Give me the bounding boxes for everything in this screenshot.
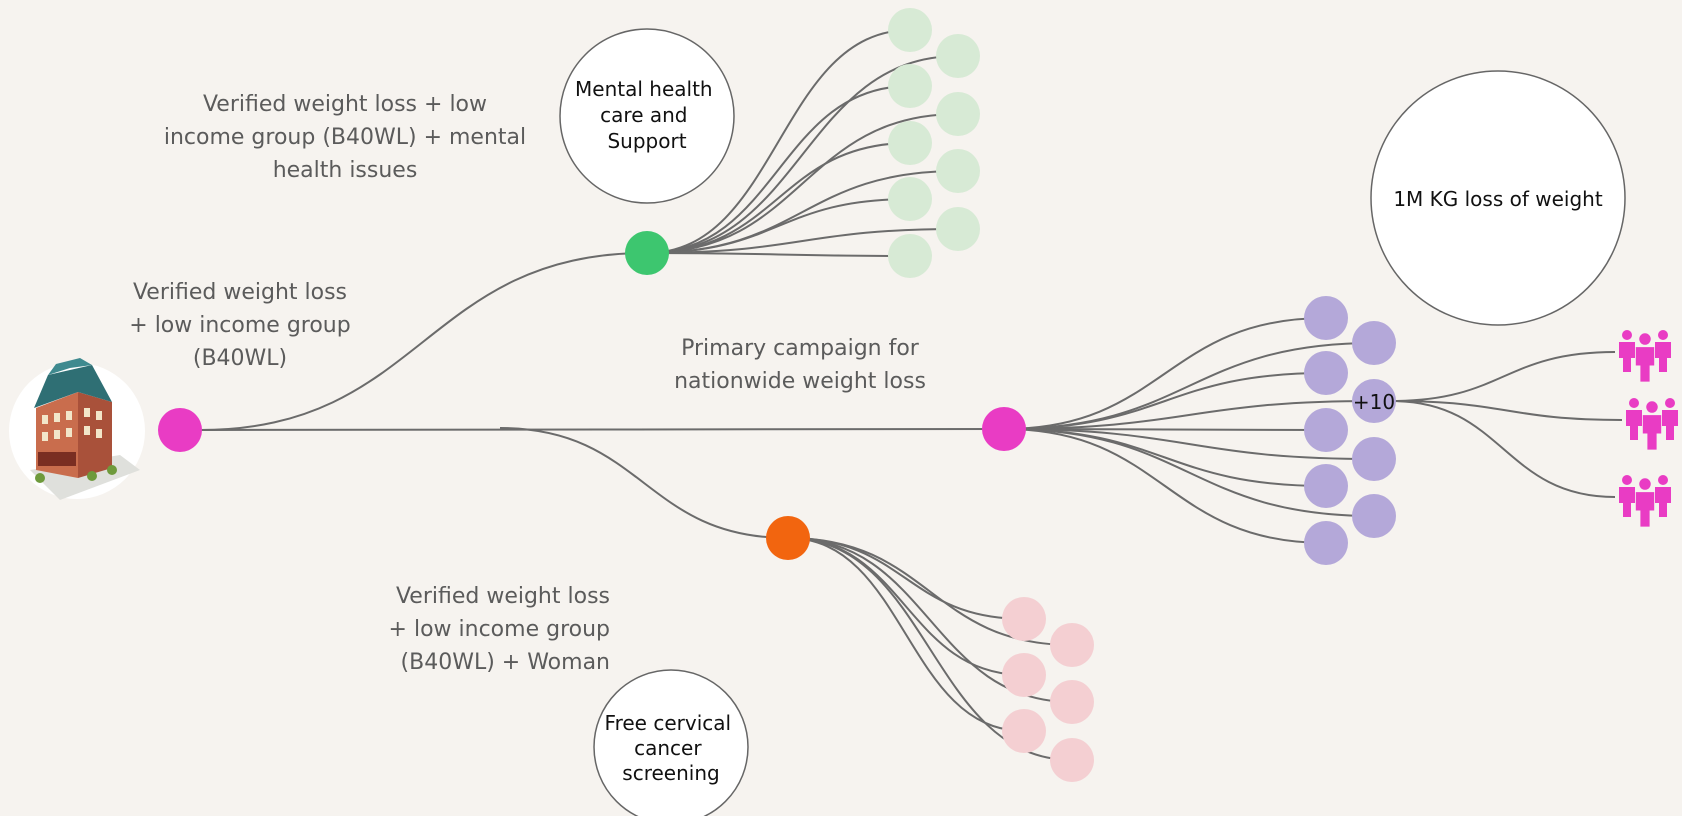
svg-text:Mental health care and: Mental health care and Support [575, 77, 719, 153]
cervical-screening-callout: Free cervical cancer screening [593, 669, 749, 816]
mental-leaf-node [936, 149, 980, 193]
label-b40wl: Verified weight loss + low income group … [129, 280, 351, 371]
mental-leaf-node [936, 207, 980, 251]
callout-line: Free cervical [605, 711, 732, 735]
primary-leaf-node [1304, 521, 1348, 565]
trunk-link-primary [199, 428, 1005, 431]
overflow-badge: +10 [1353, 390, 1395, 414]
mental-leaf-node [888, 8, 932, 52]
primary-leaf-node [1352, 321, 1396, 365]
mental-leaf-node [888, 64, 932, 108]
mental-leaf-node [936, 92, 980, 136]
root-node [158, 408, 202, 452]
primary-leaf-node [1304, 408, 1348, 452]
people-group-icon [1619, 330, 1671, 382]
callout-line: screening [622, 761, 719, 785]
primary-leaf-node [1304, 351, 1348, 395]
mental-leaf-node [888, 121, 932, 165]
primary-leaf-node [1352, 494, 1396, 538]
mental-leaf-node [888, 234, 932, 278]
primary-leaf-link [1003, 317, 1327, 430]
weight-goal-callout: 1M KG loss of weight [1370, 70, 1626, 326]
primary-leaf-link [1003, 428, 1375, 517]
mental-leaf-link [646, 29, 911, 254]
audience-link [1391, 351, 1616, 402]
audience-groups [1619, 330, 1678, 527]
primary-leaf-link [1003, 372, 1327, 430]
mental-leaf-link [646, 113, 959, 254]
callout-line: Support [607, 129, 686, 153]
callout-line: care and [600, 103, 687, 127]
mental-leaf-node [936, 34, 980, 78]
woman-leaf-node [1050, 623, 1094, 667]
primary-leaf-node [1304, 464, 1348, 508]
woman-leaf-node [1002, 709, 1046, 753]
callout-line: 1M KG loss of weight [1393, 187, 1603, 211]
primary-leaf-link [1003, 400, 1375, 430]
label-mental-health: Verified weight loss + low income group … [163, 92, 527, 183]
mental-leaf-link [646, 142, 911, 254]
woman-hub-node [766, 516, 810, 560]
label-primary-campaign: Primary campaign for nationwide weight l… [674, 336, 926, 394]
mental-leaf-node [888, 177, 932, 221]
woman-leaf-node [1002, 653, 1046, 697]
primary-leaf-link [1003, 428, 1375, 460]
woman-leaf-link [787, 537, 1025, 732]
mental-leaf-link [646, 85, 911, 254]
audience-link [1391, 400, 1623, 421]
callout-line: Mental health [575, 77, 713, 101]
mental-care-callout: Mental health care and Support [559, 28, 735, 204]
callout-line: cancer [634, 736, 702, 760]
svg-text:Free cervical cancer: Free cervical cancer screening [605, 711, 738, 785]
mental-leaf-link [646, 198, 911, 254]
building-icon [9, 358, 145, 500]
woman-leaf-link [787, 537, 1025, 676]
primary-leaf-node [1304, 296, 1348, 340]
trunk-link-mental [199, 252, 648, 431]
svg-text:1M KG loss of weight: 1M KG loss of weight [1393, 187, 1603, 211]
mental-health-hub-node [625, 231, 669, 275]
audience-link [1391, 400, 1616, 498]
woman-leaf-node [1050, 680, 1094, 724]
mental-leaf-link [646, 252, 911, 257]
primary-leaf-node [1352, 437, 1396, 481]
primary-leaf-link [1003, 428, 1327, 544]
label-woman: Verified weight loss + low income group … [388, 584, 610, 675]
tree-nodes [158, 8, 1396, 782]
people-group-icon [1619, 475, 1671, 527]
woman-leaf-node [1002, 597, 1046, 641]
woman-leaf-node [1050, 738, 1094, 782]
primary-campaign-hub-node [982, 407, 1026, 451]
primary-leaf-node [1352, 379, 1396, 423]
trunk-link-woman [499, 427, 789, 539]
mental-leaf-link [646, 228, 959, 254]
primary-leaf-link [1003, 428, 1327, 487]
people-group-icon [1626, 398, 1678, 450]
